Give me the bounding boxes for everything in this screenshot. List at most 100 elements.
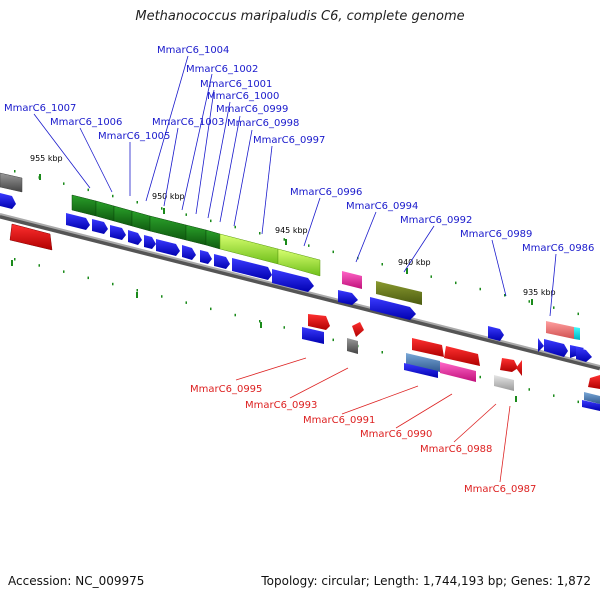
tick-dot: [14, 258, 16, 261]
gene-label[interactable]: MmarC6_0997: [253, 135, 325, 146]
tick-dot: [87, 276, 89, 280]
lime-gene-cluster[interactable]: [219, 233, 321, 277]
forward-gene-labels: MmarC6_1007 MmarC6_1006 MmarC6_1005 Mmar…: [4, 45, 594, 254]
gene-label[interactable]: MmarC6_0993: [245, 400, 317, 411]
tick-dot: [112, 282, 114, 286]
tick-mark: [515, 396, 517, 402]
tick-mark: [136, 292, 138, 298]
gene-label[interactable]: MmarC6_0986: [522, 243, 594, 254]
feature-blocks: [0, 172, 600, 411]
gene-block-magenta-upper[interactable]: [342, 271, 362, 289]
tick-dot: [234, 225, 236, 229]
tick-label-950: 950 kbp: [152, 192, 185, 201]
tick-dot: [479, 375, 481, 379]
tick-mark: [531, 299, 533, 305]
tick-dot: [406, 269, 408, 272]
gene-label[interactable]: MmarC6_0998: [227, 118, 299, 129]
tick-dot: [63, 270, 65, 273]
gene-block-olive[interactable]: [376, 281, 422, 305]
tick-dots: [14, 170, 579, 404]
reverse-red-block-0993[interactable]: [352, 322, 364, 337]
gene-label[interactable]: MmarC6_0994: [346, 201, 418, 212]
gene-block-gray-left[interactable]: [0, 172, 23, 193]
tick-dot: [577, 312, 579, 316]
gene-label[interactable]: MmarC6_0996: [290, 187, 362, 198]
reverse-lightgray-block-0988[interactable]: [494, 375, 514, 391]
gene-label[interactable]: MmarC6_0992: [400, 215, 472, 226]
gene-label[interactable]: MmarC6_0990: [360, 429, 432, 440]
accession-text: Accession: NC_009975: [8, 574, 145, 588]
reverse-cds-0991[interactable]: [404, 363, 438, 378]
reverse-callout-lines: [235, 357, 511, 483]
tick-dot: [553, 306, 555, 309]
tick-dot: [161, 207, 163, 210]
genome-summary-text: Topology: circular; Length: 1,744,193 bp…: [261, 574, 591, 588]
reverse-gray-block-0993[interactable]: [347, 338, 358, 354]
reverse-red-block-0988[interactable]: [500, 358, 518, 372]
gene-label[interactable]: MmarC6_0988: [420, 444, 492, 455]
cds-arrow-0992[interactable]: [370, 297, 416, 320]
tick-dot: [185, 301, 187, 304]
gene-label[interactable]: MmarC6_0987: [464, 484, 536, 495]
gene-label[interactable]: MmarC6_0991: [303, 415, 375, 426]
tick-dot: [283, 238, 285, 241]
tick-dot: [430, 275, 432, 278]
gene-label[interactable]: MmarC6_1002: [186, 64, 258, 75]
gene-label[interactable]: MmarC6_1005: [98, 131, 170, 142]
tick-dot: [308, 244, 310, 247]
tick-label-940: 940 kbp: [398, 258, 431, 267]
reverse-red-block-right[interactable]: [588, 375, 600, 389]
reverse-red-block-0991[interactable]: [412, 338, 444, 357]
tick-dot: [14, 170, 16, 173]
tick-dot: [577, 400, 579, 404]
gene-label[interactable]: MmarC6_1004: [157, 45, 229, 56]
cds-arrow-0986-a[interactable]: [538, 338, 544, 352]
tick-dot: [259, 320, 261, 323]
tick-dot: [479, 287, 481, 291]
reverse-gene-labels: MmarC6_0995 MmarC6_0993 MmarC6_0991 Mmar…: [190, 384, 536, 495]
tick-dot: [332, 338, 334, 342]
cds-arrow-0996[interactable]: [338, 290, 358, 305]
gene-label[interactable]: MmarC6_0999: [216, 104, 288, 115]
cds-arrow-0986-b[interactable]: [544, 339, 568, 357]
tick-dot: [455, 281, 457, 285]
tick-dot: [210, 219, 212, 223]
tick-dot: [234, 313, 236, 317]
tick-dot: [381, 263, 383, 266]
gene-label[interactable]: MmarC6_0995: [190, 384, 262, 395]
reverse-red-block-0990[interactable]: [444, 346, 480, 366]
tick-dot: [185, 213, 187, 216]
tick-label-955: 955 kbp: [30, 154, 63, 163]
tick-dot: [38, 176, 40, 179]
green-gene-cluster[interactable]: [71, 194, 221, 250]
gene-label[interactable]: MmarC6_1001: [200, 79, 272, 90]
rrna-block-red-left[interactable]: [9, 223, 53, 251]
gene-label[interactable]: MmarC6_0989: [460, 229, 532, 240]
gene-label[interactable]: MmarC6_1003: [152, 117, 224, 128]
tick-labels: 955 kbp 950 kbp 945 kbp 940 kbp 935 kbp: [30, 154, 556, 297]
reverse-steel-block[interactable]: [406, 353, 440, 372]
reverse-steel-block-right[interactable]: [584, 392, 600, 404]
tick-dot: [210, 307, 212, 311]
gene-block-pink[interactable]: [546, 321, 574, 339]
gene-block-cyan[interactable]: [574, 327, 580, 340]
gene-label[interactable]: MmarC6_1007: [4, 103, 76, 114]
tick-dot: [553, 394, 555, 397]
gene-label[interactable]: MmarC6_1000: [207, 91, 279, 102]
tick-mark: [163, 208, 165, 214]
tick-dot: [528, 300, 530, 303]
reverse-cds-0995[interactable]: [302, 327, 324, 344]
tick-mark: [11, 260, 13, 266]
reverse-red-arrow-0987[interactable]: [516, 360, 522, 376]
cds-arrow-row-top[interactable]: [66, 213, 314, 292]
gene-label[interactable]: MmarC6_1006: [50, 117, 122, 128]
tick-dot: [38, 264, 40, 267]
reverse-cds-right[interactable]: [582, 400, 600, 411]
cds-arrow-left[interactable]: [0, 193, 16, 209]
reverse-red-block-0995[interactable]: [308, 314, 330, 330]
reverse-magenta-block-0990[interactable]: [440, 362, 476, 382]
cds-arrow-0989[interactable]: [488, 326, 504, 341]
cds-arrow-0986-d[interactable]: [576, 347, 592, 362]
tick-dot: [136, 201, 138, 204]
